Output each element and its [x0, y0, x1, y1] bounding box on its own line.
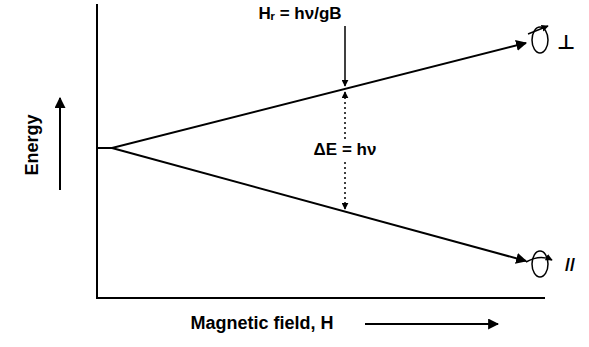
spin-icon-upper: [528, 26, 548, 53]
energy-arrow: [59, 98, 61, 190]
axis-label: Magnetic field, H: [190, 314, 333, 334]
field-arrow: [365, 323, 498, 325]
axis-label: Energy: [23, 114, 43, 175]
perpendicular-symbol: ⊥: [557, 31, 575, 53]
energy-gap-label: ΔE = hν: [311, 140, 380, 161]
upper-level-line: [97, 43, 526, 148]
resonance-pointer: [344, 26, 346, 86]
spin-icon-lower: [526, 251, 552, 277]
resonance-field-label: Hᵣ = hν/gB: [258, 5, 341, 24]
parallel-symbol: //: [565, 256, 575, 276]
axes: [97, 4, 545, 298]
lower-level-line: [112, 148, 526, 261]
